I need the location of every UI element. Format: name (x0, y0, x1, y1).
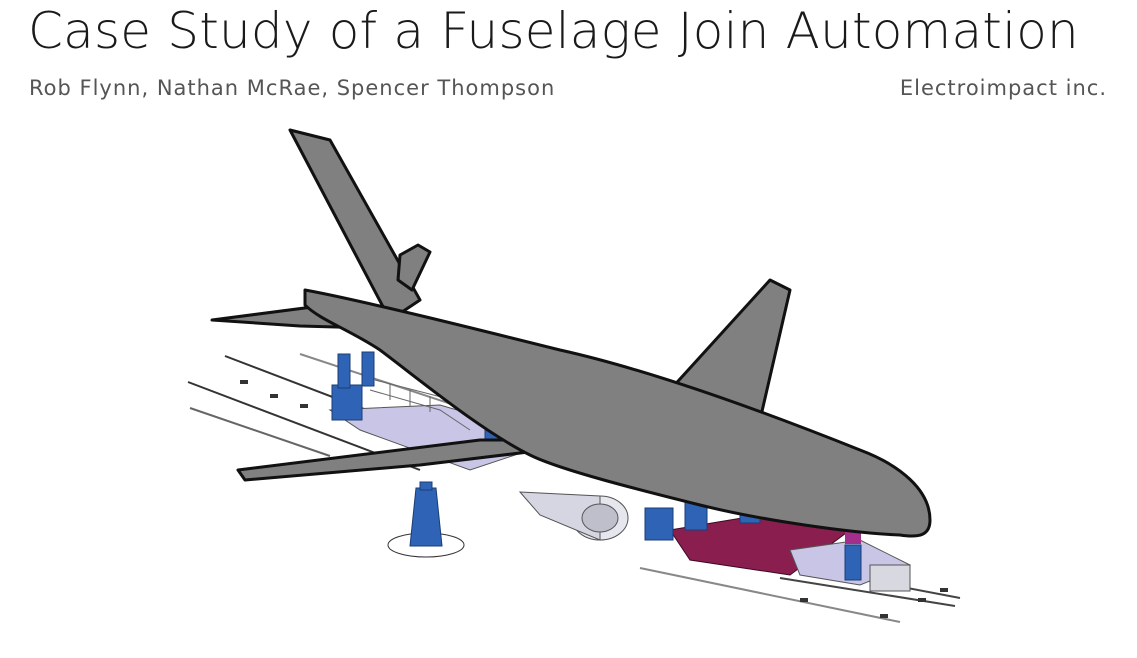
slide-authors: Rob Flynn, Nathan McRae, Spencer Thompso… (29, 76, 556, 100)
floor-markers (240, 380, 948, 618)
aircraft-fuselage-join-illustration (187, 128, 961, 623)
wing-stand (387, 481, 465, 558)
engine (518, 491, 629, 541)
nose-tooling-block (869, 564, 911, 592)
slide-company: Electroimpact inc. (899, 76, 1107, 100)
nose-magenta-fixture (845, 530, 861, 544)
aircraft-silhouette (210, 128, 932, 538)
slide-title: Case Study of a Fuselage Join Automation (28, 2, 1079, 60)
